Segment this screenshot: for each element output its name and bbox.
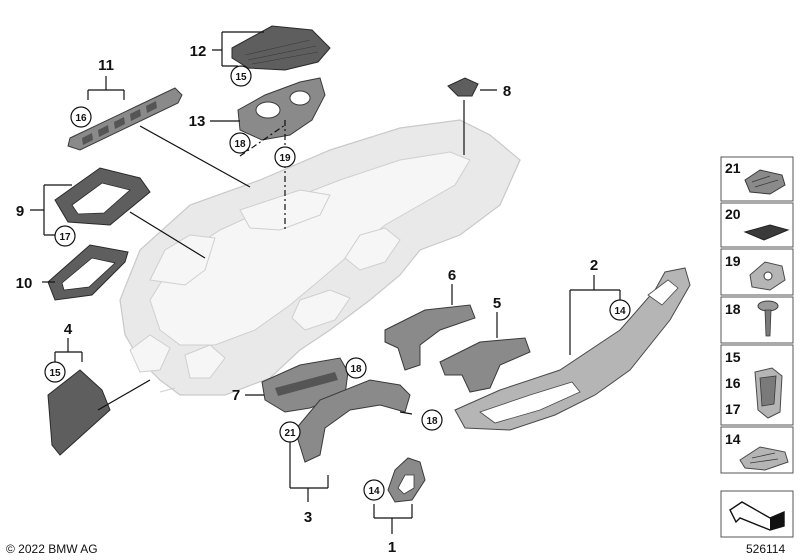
legend-item-21: 21	[720, 156, 794, 202]
callout-3: 3	[304, 509, 312, 526]
callout-11: 11	[98, 57, 114, 74]
circled-15-part4: 15	[44, 361, 66, 383]
small-parts-legend: 21 20 19 18 15 16 17	[720, 156, 794, 538]
svg-text:17: 17	[59, 232, 71, 243]
part-4-side-panel	[47, 369, 111, 456]
svg-text:14: 14	[725, 431, 741, 447]
legend-item-15-16-17: 15 16 17	[720, 344, 794, 426]
svg-text:15: 15	[49, 368, 61, 379]
callout-7: 7	[232, 387, 240, 404]
callout-1: 1	[388, 539, 396, 556]
callout-8: 8	[503, 83, 511, 100]
callout-13: 13	[189, 113, 206, 130]
svg-text:18: 18	[725, 301, 741, 317]
part-10-gasket	[47, 244, 129, 301]
circled-19-part13: 19	[274, 146, 296, 168]
circled-18-part7: 18	[345, 357, 367, 379]
callout-numbers: 1 2 3 4 5 6 7 8 9 10 11 12 13	[16, 43, 599, 556]
svg-text:18: 18	[350, 364, 362, 375]
svg-text:16: 16	[75, 113, 87, 124]
svg-text:14: 14	[614, 306, 626, 317]
svg-text:14: 14	[368, 486, 380, 497]
part-13-bracket	[237, 77, 326, 141]
callout-10: 10	[16, 275, 33, 292]
legend-item-14: 14	[720, 426, 794, 474]
part-11-vent-strip	[67, 87, 183, 151]
circled-18-part13: 18	[229, 132, 251, 154]
circled-21-part3: 21	[279, 421, 301, 443]
part-8-cover	[447, 77, 479, 97]
callout-12: 12	[190, 43, 207, 60]
callout-5: 5	[493, 295, 501, 312]
callout-9: 9	[16, 203, 24, 220]
legend-item-20: 20	[720, 202, 794, 248]
leader-lines	[30, 31, 621, 534]
svg-text:21: 21	[725, 160, 741, 176]
part-12-speaker-grille	[231, 25, 331, 71]
svg-text:15: 15	[235, 72, 247, 83]
part-3-instrument-frame	[294, 379, 411, 463]
dashboard-body	[119, 119, 521, 396]
circled-15-part12: 15	[230, 65, 252, 87]
svg-text:20: 20	[725, 206, 741, 222]
copyright-text: © 2022 BMW AG	[6, 542, 98, 556]
part-1-small-trim	[387, 457, 426, 503]
circled-14-part1: 14	[363, 479, 385, 501]
svg-text:18: 18	[426, 416, 438, 427]
legend-reference-symbol	[720, 490, 794, 538]
legend-item-19: 19	[720, 248, 794, 296]
svg-text:16: 16	[725, 375, 741, 391]
circled-18-part3: 18	[421, 409, 443, 431]
svg-text:21: 21	[284, 428, 296, 439]
callout-2: 2	[590, 257, 598, 274]
svg-text:17: 17	[725, 401, 741, 417]
circled-14-part2: 14	[609, 299, 631, 321]
legend-item-18: 18	[720, 296, 794, 344]
circled-16-part11: 16	[70, 106, 92, 128]
callout-6: 6	[448, 267, 456, 284]
callout-4: 4	[64, 321, 73, 338]
diagram-id: 526114	[746, 542, 785, 556]
circled-callouts: 15 16 18 19 17 15 18 18	[44, 65, 631, 501]
svg-text:19: 19	[725, 253, 741, 269]
svg-text:19: 19	[279, 153, 291, 164]
part-2-long-trim	[454, 267, 691, 431]
svg-text:18: 18	[234, 139, 246, 150]
part-5-bracket	[439, 337, 531, 393]
svg-text:15: 15	[725, 349, 741, 365]
part-9-display-frame	[54, 167, 151, 226]
part-6-bracket	[384, 304, 476, 371]
circled-17-part9: 17	[54, 225, 76, 247]
